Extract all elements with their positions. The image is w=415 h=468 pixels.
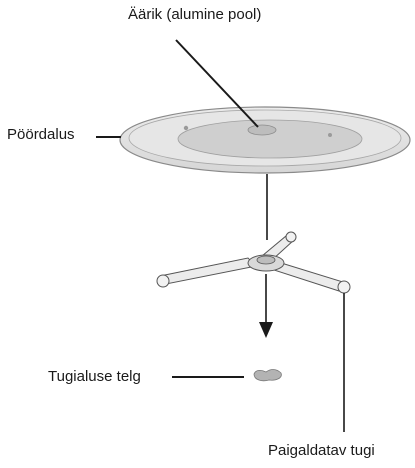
support-arm-right xyxy=(273,261,344,292)
plate-dot-right xyxy=(328,133,332,137)
turntable-plate xyxy=(119,106,411,174)
rim-label: Äärik (alumine pool) xyxy=(128,6,262,23)
support-roller-left xyxy=(156,274,170,288)
plate-center-hub xyxy=(247,124,277,136)
plate-dot-left xyxy=(183,125,189,131)
support-label: Paigaldatav tugi xyxy=(268,442,375,459)
rim-leader-line xyxy=(175,39,259,128)
down-arrow-icon xyxy=(259,322,273,338)
support-hub-top xyxy=(256,255,276,265)
turntable-label: Pöördalus xyxy=(7,126,75,143)
support-roller-right xyxy=(337,280,351,294)
shaft-label: Tugialuse telg xyxy=(48,368,141,385)
support-arm-left xyxy=(159,257,258,285)
plate-inner-well xyxy=(177,119,363,159)
turntable-shaft xyxy=(253,369,282,382)
roller-support xyxy=(156,231,351,294)
support-roller-back xyxy=(285,231,297,243)
